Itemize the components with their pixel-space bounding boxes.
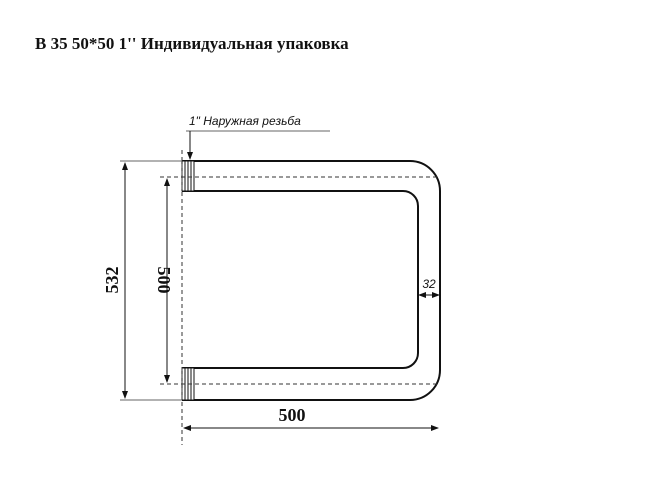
thread-note-label: 1" Наружная резьба xyxy=(189,114,301,128)
product-title: B 35 50*50 1'' Индивидуальная упаковка xyxy=(35,34,349,53)
dim-532-label: 532 xyxy=(102,267,122,294)
thread-top xyxy=(181,160,195,192)
dimension-532 xyxy=(120,160,182,401)
dim-32-label: 32 xyxy=(422,277,436,291)
dim-500-horizontal-label: 500 xyxy=(279,405,306,425)
towel-rail-outline xyxy=(182,160,441,401)
dim-500-vertical-label: 500 xyxy=(154,267,174,294)
thread-leader xyxy=(186,130,330,160)
center-lines xyxy=(160,150,440,445)
